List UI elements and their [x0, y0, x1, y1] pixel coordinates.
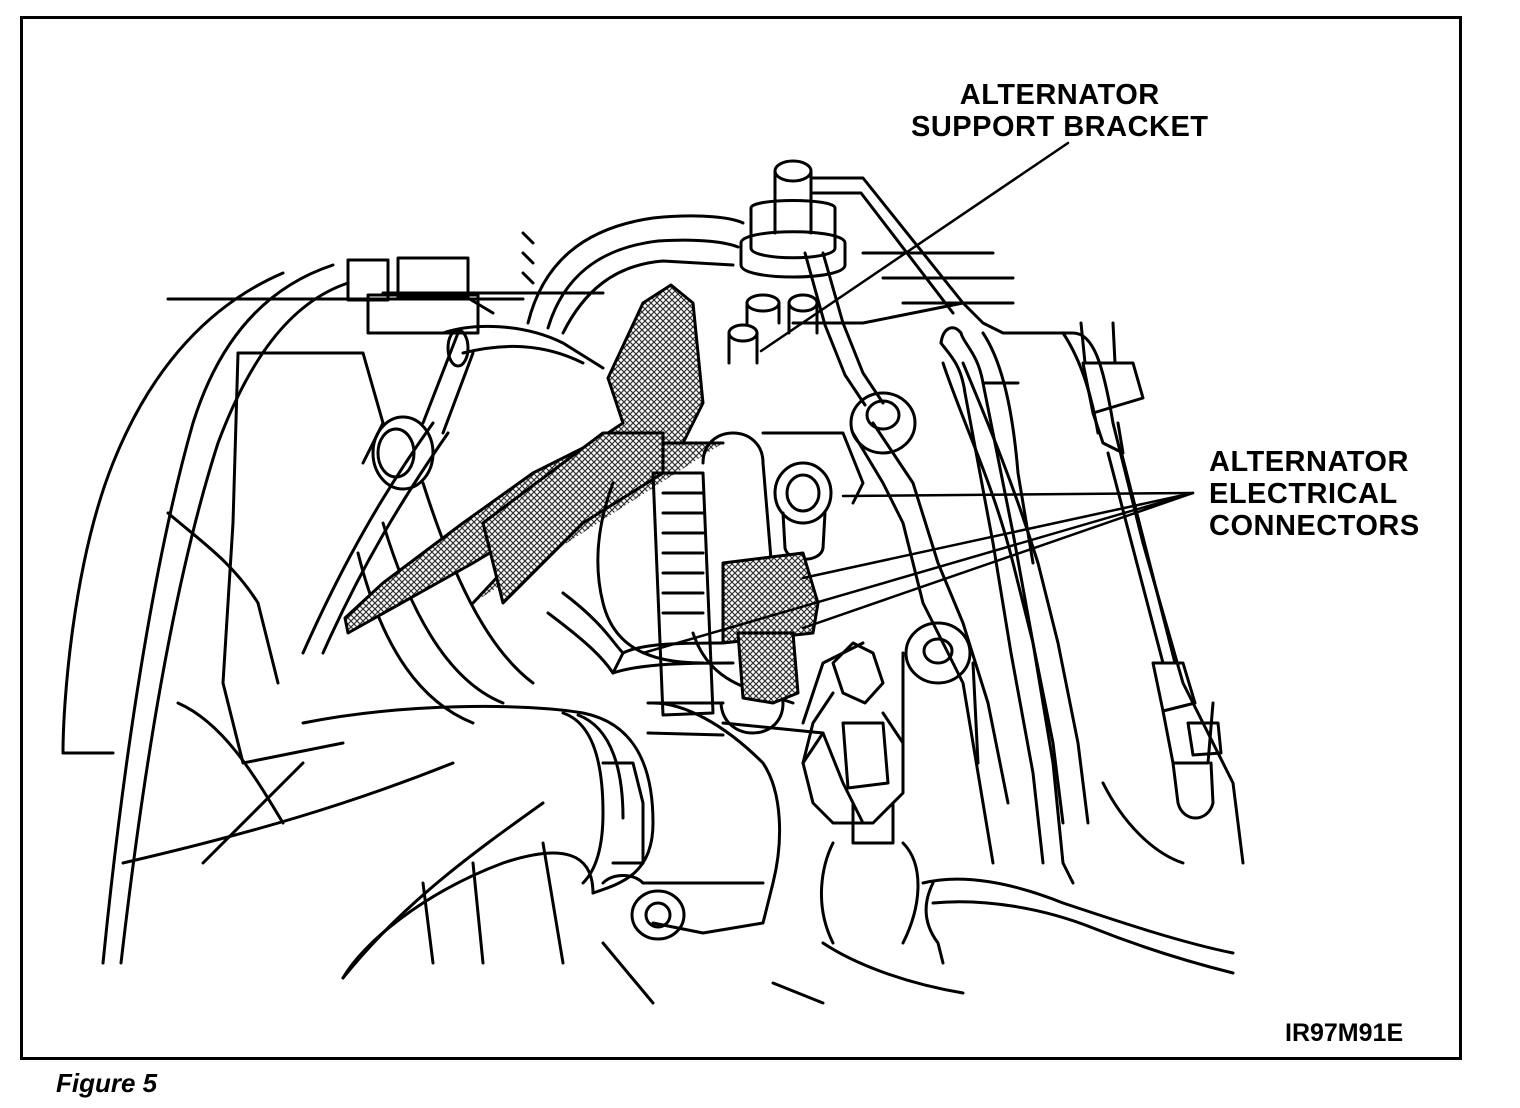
relay-box	[348, 258, 493, 333]
callout-connectors-line-1: ALTERNATOR	[1209, 446, 1409, 478]
bracket-bolts	[373, 295, 817, 489]
figure-frame: ALTERNATOR SUPPORT BRACKET ALTERNATOR EL…	[20, 16, 1462, 1060]
drawing-code: IR97M91E	[1285, 1019, 1404, 1047]
heater-pipe	[941, 328, 1073, 883]
cylinder-head	[793, 303, 1243, 863]
figure-caption: Figure 5	[56, 1068, 158, 1098]
diagonal-hoses	[203, 423, 543, 978]
b-plus-terminal	[775, 463, 831, 559]
dipstick-tube	[1081, 323, 1221, 818]
callout-connectors-line-2: ELECTRICAL	[1209, 478, 1398, 510]
callout-support-bracket-line-1: ALTERNATOR	[959, 79, 1160, 111]
engine-bolt-bosses	[851, 393, 978, 763]
vacuum-canister	[741, 161, 963, 405]
callout-electrical-connectors: ALTERNATOR ELECTRICAL CONNECTORS	[1209, 446, 1420, 542]
callout-support-bracket-line-2: SUPPORT BRACKET	[911, 111, 1209, 143]
plug-connector	[548, 553, 818, 703]
callout-connectors-line-3: CONNECTORS	[1209, 510, 1420, 542]
thermostat-housing	[423, 703, 780, 963]
alternator-support-bracket	[345, 285, 723, 633]
leader-lines	[643, 143, 1193, 653]
temperature-sensor	[803, 643, 918, 943]
callout-support-bracket: ALTERNATOR SUPPORT BRACKET	[911, 79, 1209, 143]
lower-radiator-hose	[123, 706, 653, 978]
engine-block-lower	[603, 643, 1233, 1003]
fan-shroud	[63, 265, 383, 963]
engine-line-drawing	[23, 19, 1459, 1057]
